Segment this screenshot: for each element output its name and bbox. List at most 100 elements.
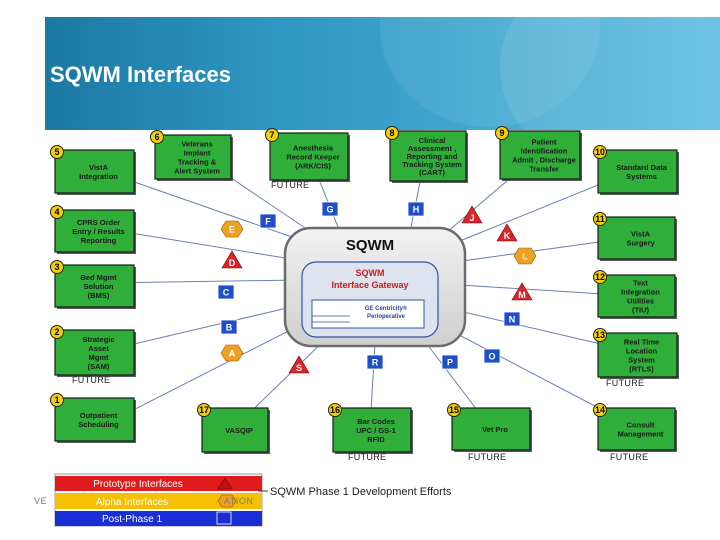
module-label: Outpatient <box>80 411 118 420</box>
module-label: Clinical <box>419 136 446 145</box>
connector-a[interactable]: A <box>220 344 244 362</box>
connector-label: B <box>226 323 233 333</box>
connector-label: G <box>326 205 333 215</box>
connector-label: M <box>518 290 526 300</box>
square-icon <box>216 511 232 525</box>
module-label: Patient <box>531 138 557 147</box>
module-number: 13 <box>595 330 605 340</box>
connector-h[interactable]: H <box>407 201 425 217</box>
connector-label: P <box>447 358 453 368</box>
legend-prototype-label: Prototype Interfaces <box>93 479 183 490</box>
connector-c[interactable]: C <box>217 284 235 300</box>
legend-alpha-row <box>55 493 262 509</box>
module-number: 4 <box>54 207 59 217</box>
module-label: Asset <box>88 344 109 353</box>
connector-m[interactable]: M <box>511 282 533 301</box>
connector-f[interactable]: F <box>259 213 277 229</box>
module-number: 14 <box>595 405 605 415</box>
connector-g[interactable]: G <box>321 201 339 217</box>
connector-label: D <box>229 258 236 268</box>
module-number: 17 <box>199 405 209 415</box>
module-label: Reporting and <box>407 152 458 161</box>
module-label: Alert System <box>174 167 220 176</box>
ge-centricity-box[interactable] <box>311 299 425 329</box>
connector-e[interactable]: E <box>220 220 244 238</box>
module-number-badge <box>593 270 607 284</box>
connector-l[interactable]: L <box>513 247 537 265</box>
module-label: Tracking System <box>402 160 462 169</box>
title-banner <box>45 17 720 130</box>
module-number: 2 <box>54 327 59 337</box>
connector-label: S <box>296 363 302 373</box>
module-number-badge <box>50 145 64 159</box>
module-number: 8 <box>389 128 394 138</box>
connector-o[interactable]: O <box>483 348 501 364</box>
hexagon-icon <box>217 494 237 508</box>
module-label: Entry / Results <box>72 227 125 236</box>
module-label: Mgmt <box>89 353 109 362</box>
module-label: (TIU) <box>632 306 650 315</box>
module-label: VistA <box>89 163 109 172</box>
module-label: Implant <box>184 149 211 158</box>
connector-j[interactable]: J <box>461 205 483 224</box>
footer-text-right: ATION <box>224 496 254 506</box>
sqwm-hub[interactable]: SQWM SQWM Interface Gateway GE Centricit… <box>283 226 467 348</box>
module-number: 10 <box>595 147 605 157</box>
module-label: Transfer <box>529 165 559 174</box>
connector-r[interactable]: R <box>366 354 384 370</box>
connector-n[interactable]: N <box>503 311 521 327</box>
modules: 1OutpatientScheduling2StrategicAssetMgmt… <box>50 126 680 462</box>
connector-label: N <box>509 315 516 325</box>
future-label: FUTURE <box>468 452 506 462</box>
connector-d[interactable]: D <box>221 250 243 269</box>
module-number: 1 <box>54 395 59 405</box>
module-label: Consult <box>627 421 655 430</box>
module-label: Management <box>618 430 664 439</box>
module-label: Record Keeper <box>286 153 339 162</box>
connector-label: R <box>372 358 379 368</box>
connector-label: L <box>522 252 528 262</box>
module-number-badge <box>150 130 164 144</box>
connection-lines <box>99 156 636 428</box>
module-label: Standard Data <box>616 163 668 172</box>
banner-decoration <box>500 17 720 130</box>
connector-p[interactable]: P <box>441 354 459 370</box>
module-label: Veterans <box>181 140 212 149</box>
module-label: Surgery <box>626 239 655 248</box>
module-number-badge <box>593 212 607 226</box>
legend: Prototype Interfaces Alpha Interfaces Po… <box>54 473 452 527</box>
module-number-badge <box>385 126 399 140</box>
module-number-badge <box>50 205 64 219</box>
module-label: VistA <box>631 230 651 239</box>
module-label: Bar Codes <box>357 417 395 426</box>
module-number: 9 <box>499 128 504 138</box>
future-label: FUTURE <box>610 452 648 462</box>
connector-label: K <box>504 231 511 241</box>
connector-k[interactable]: K <box>496 223 518 242</box>
connector-s[interactable]: S <box>288 355 310 374</box>
future-label: FUTURE <box>606 378 644 388</box>
connector-label: E <box>229 225 235 235</box>
module-number: 5 <box>54 147 59 157</box>
future-label: FUTURE <box>348 452 386 462</box>
connector-label: O <box>488 352 495 362</box>
connector-b[interactable]: B <box>220 319 238 335</box>
module-label: Anesthesia <box>293 144 334 153</box>
